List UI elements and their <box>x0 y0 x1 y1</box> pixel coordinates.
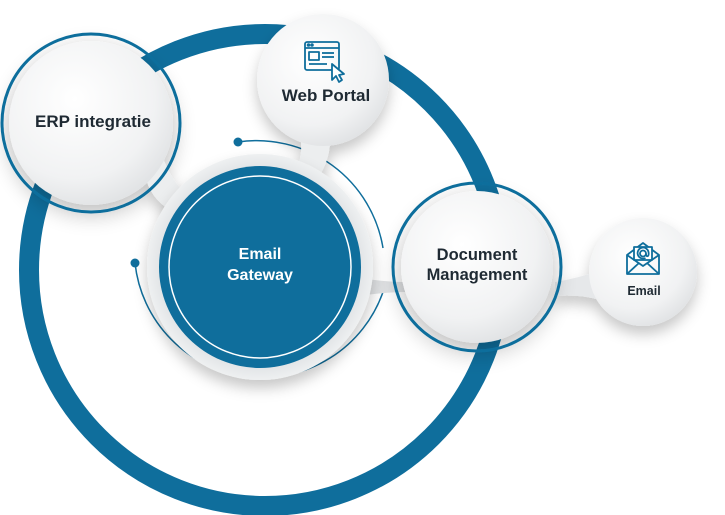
envelope-icon <box>626 242 660 275</box>
document-management-bubble <box>391 181 563 353</box>
document-management-line2: Management <box>426 266 528 284</box>
erp-integration-label: ERP integratie <box>35 112 151 131</box>
email-bubble <box>555 218 697 326</box>
orbit-dot-top <box>233 137 243 147</box>
email-gateway-line1: Email <box>238 246 282 263</box>
erp-bubble <box>0 32 205 214</box>
email-gateway-hub <box>147 154 373 380</box>
orbit-dot-left <box>130 258 140 268</box>
email-gateway-line2: Gateway <box>227 267 293 284</box>
email-label: Email <box>627 284 661 298</box>
web-portal-icon <box>304 41 345 83</box>
document-management-line1: Document <box>436 246 518 264</box>
inner-orbit-arc-top <box>237 139 384 249</box>
email-gateway-label: Email Gateway <box>175 244 345 286</box>
web-portal-label: Web Portal <box>281 86 371 105</box>
document-management-label: Document Management <box>398 245 556 285</box>
